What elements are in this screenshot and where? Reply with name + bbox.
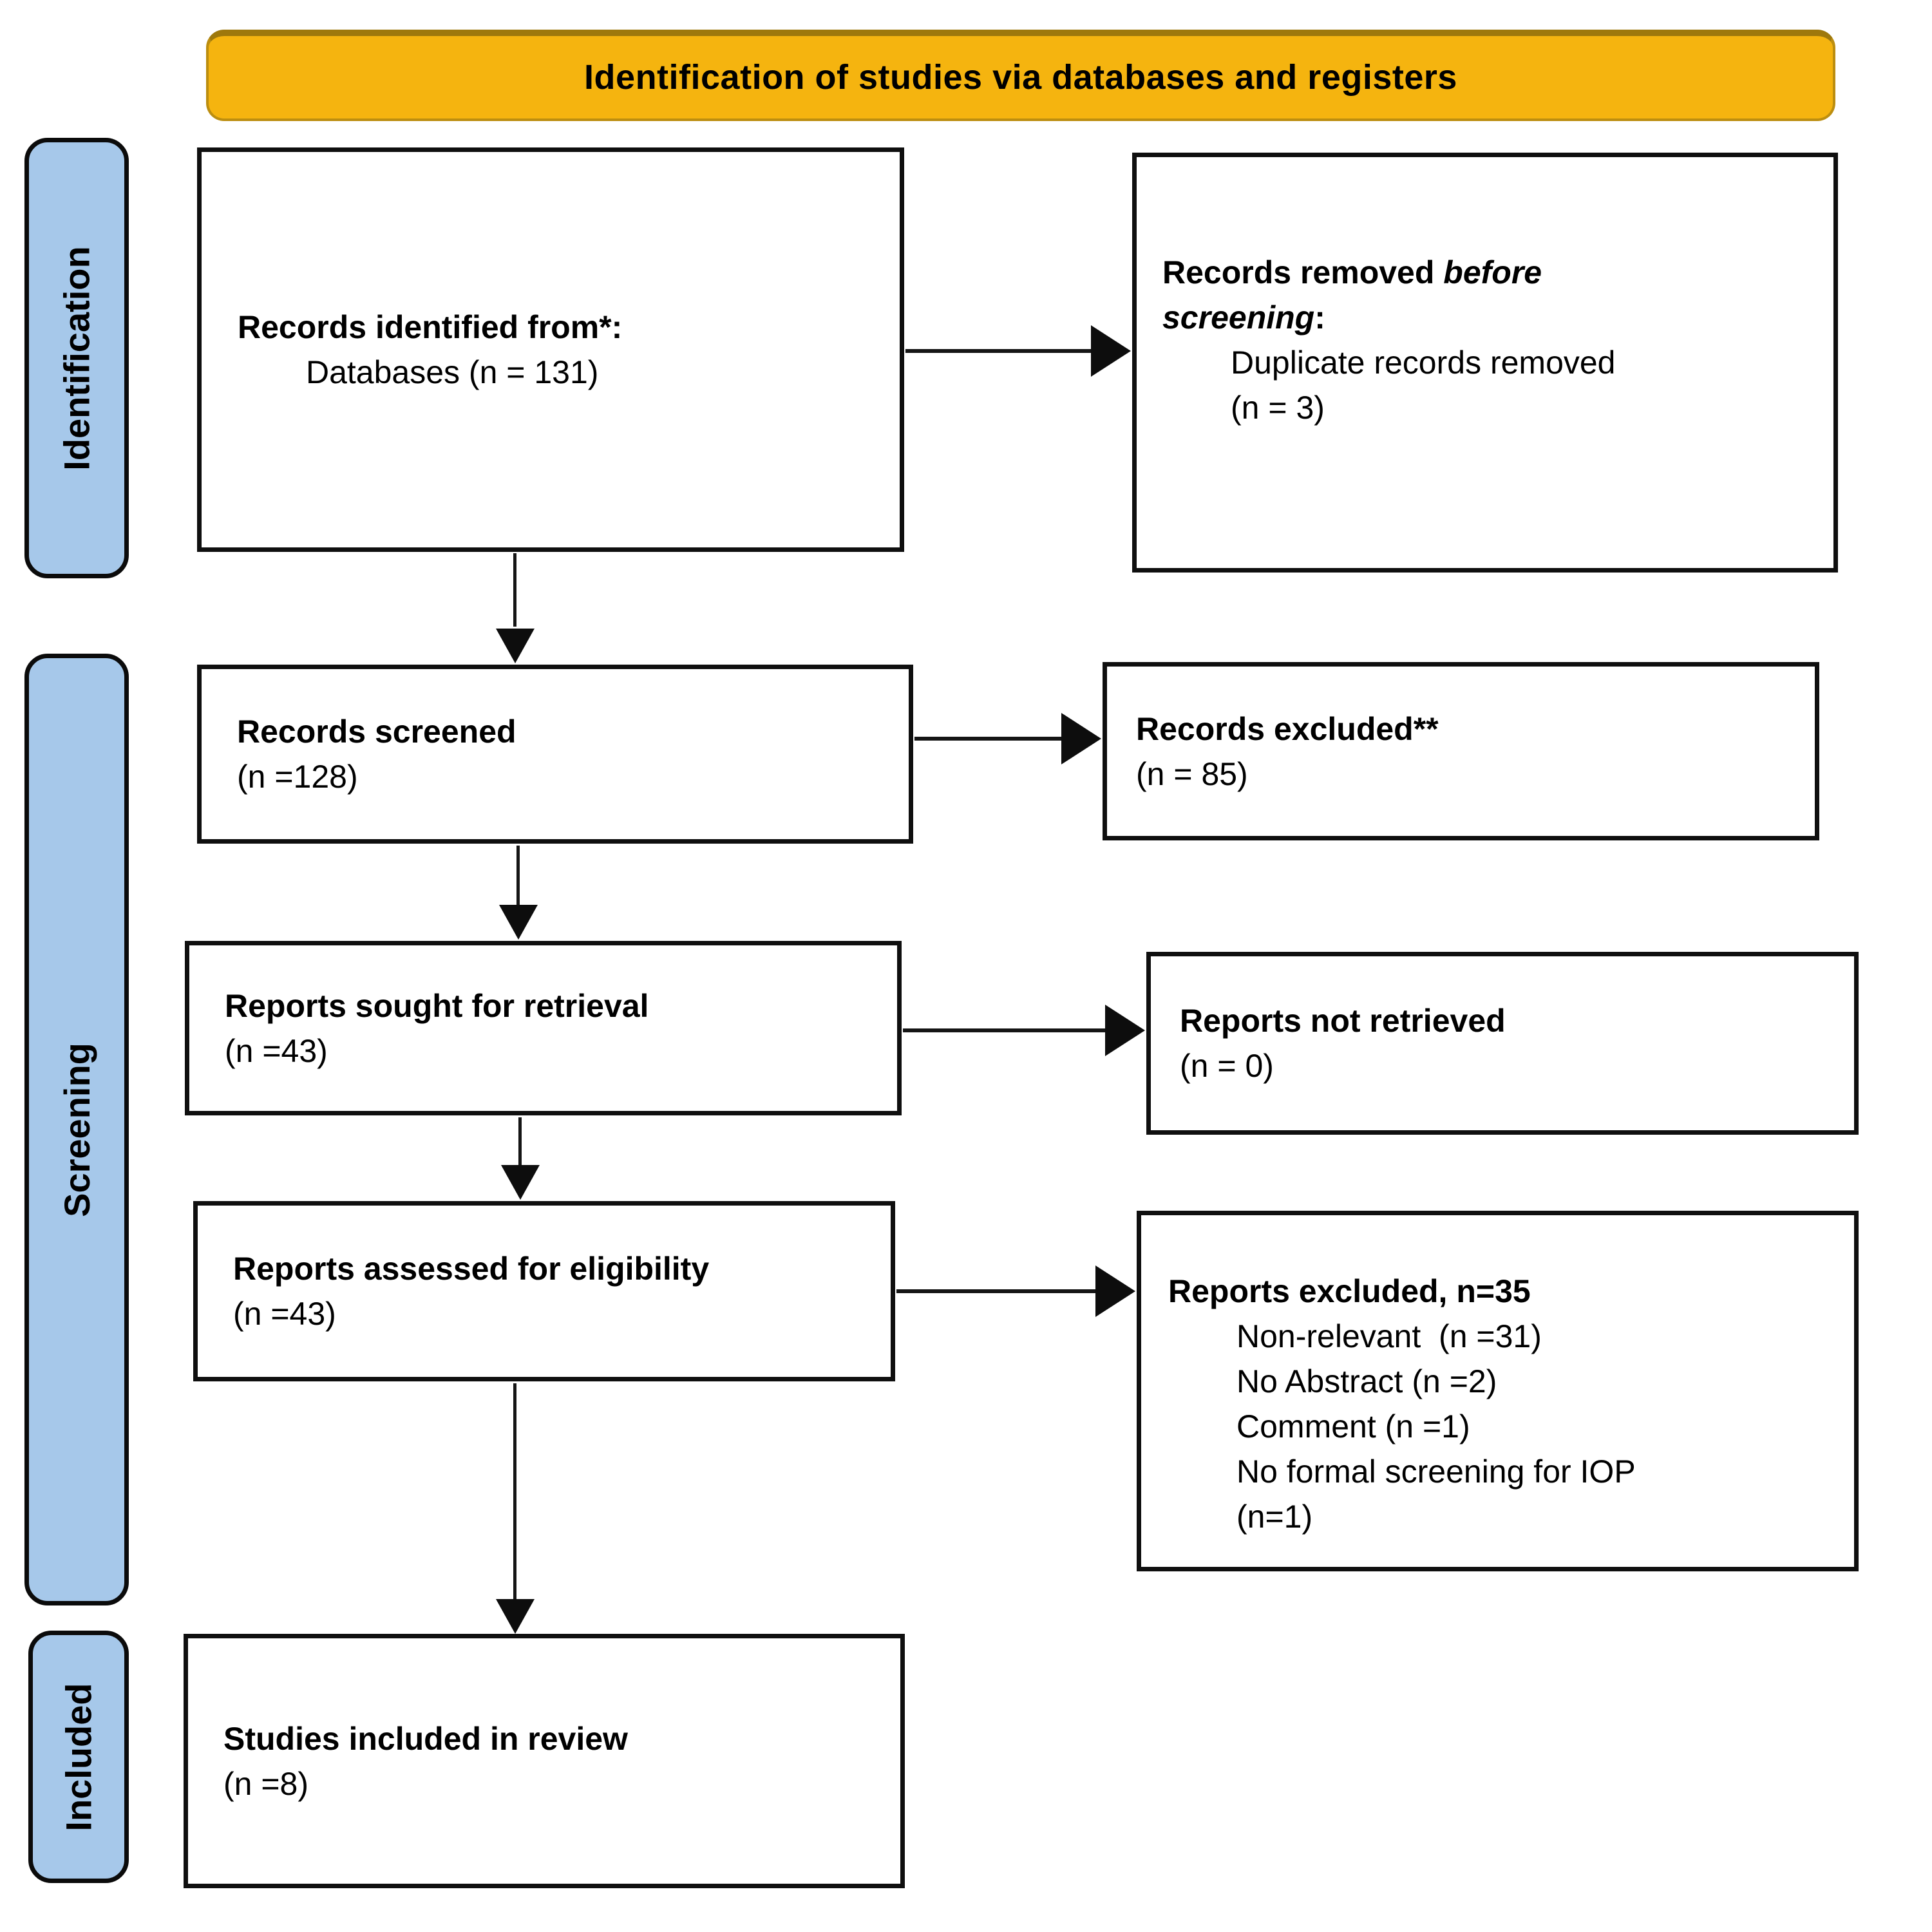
box-reports-excluded-reasons-heading: Reports excluded, n=35 (1168, 1273, 1531, 1309)
box-reports-excluded-reasons: Reports excluded, n=35 Non-relevant (n =… (1137, 1211, 1859, 1571)
box-studies-included: Studies included in review (n =8) (184, 1634, 905, 1888)
banner-identification-of-studies: Identification of studies via databases … (206, 30, 1835, 121)
box-records-screened: Records screened (n =128) (197, 665, 913, 844)
heading-colon: : (1314, 299, 1325, 336)
excluded-reason-comment: Comment (n =1) (1236, 1408, 1470, 1444)
arrowhead-assessed-to-reports-excluded (1095, 1265, 1135, 1317)
arrowhead-identified-to-removed (1091, 325, 1131, 377)
box-reports-assessed-detail: (n =43) (233, 1296, 336, 1332)
box-records-removed-detail1: Duplicate records removed (1231, 345, 1616, 381)
arrowhead-screened-to-sought (499, 905, 538, 940)
box-records-identified-detail: Databases (n = 131) (306, 354, 599, 390)
box-reports-sought-detail: (n =43) (225, 1032, 328, 1069)
box-records-removed-before-screening: Records removed before screening: Duplica… (1132, 153, 1838, 573)
stage-tab-screening: Screening (24, 654, 129, 1605)
box-reports-not-retrieved-heading: Reports not retrieved (1180, 1003, 1506, 1039)
stage-tab-identification: Identification (24, 138, 129, 578)
box-records-excluded-detail: (n = 85) (1136, 755, 1248, 792)
box-records-screened-heading: Records screened (237, 714, 516, 750)
excluded-reason-no-formal-screening: No formal screening for IOP (1236, 1454, 1636, 1490)
box-records-excluded: Records excluded** (n = 85) (1103, 662, 1819, 840)
arrow-line-assessed-to-reports-excluded (896, 1289, 1097, 1293)
box-records-removed-heading: Records removed before screening: (1162, 250, 1833, 340)
heading-before-italic: before (1443, 254, 1542, 290)
banner-title: Identification of studies via databases … (584, 58, 1457, 97)
arrow-line-sought-to-assessed (518, 1117, 522, 1165)
arrow-line-sought-to-not-retrieved (903, 1028, 1106, 1032)
heading-records-removed: Records removed (1162, 254, 1444, 290)
excluded-reason-non-relevant: Non-relevant (n =31) (1236, 1318, 1542, 1354)
excluded-reason-no-abstract: No Abstract (n =2) (1236, 1363, 1497, 1399)
arrow-line-screened-to-excluded (914, 737, 1063, 741)
heading-screening-italic: screening (1162, 299, 1315, 336)
arrowhead-sought-to-not-retrieved (1105, 1005, 1145, 1056)
box-records-removed-detail2: (n = 3) (1231, 390, 1325, 426)
box-reports-sought: Reports sought for retrieval (n =43) (185, 941, 902, 1115)
excluded-reason-no-formal-screening-count: (n=1) (1236, 1499, 1313, 1535)
box-records-excluded-heading: Records excluded** (1136, 710, 1439, 747)
stage-tab-screening-label: Screening (56, 1042, 97, 1217)
arrowhead-identified-to-screened (496, 629, 535, 663)
box-reports-not-retrieved: Reports not retrieved (n = 0) (1146, 952, 1859, 1135)
stage-tab-identification-label: Identification (56, 245, 97, 471)
box-records-screened-detail: (n =128) (237, 759, 358, 795)
box-reports-assessed: Reports assessed for eligibility (n =43) (193, 1201, 895, 1381)
arrow-line-identified-to-removed (905, 349, 1094, 353)
box-reports-sought-heading: Reports sought for retrieval (225, 987, 649, 1024)
box-reports-assessed-heading: Reports assessed for eligibility (233, 1251, 710, 1287)
box-records-identified-heading: Records identified from*: (238, 309, 623, 345)
box-studies-included-detail: (n =8) (223, 1765, 309, 1802)
arrowhead-sought-to-assessed (501, 1165, 540, 1200)
arrow-line-screened-to-sought (516, 846, 520, 905)
box-studies-included-heading: Studies included in review (223, 1720, 628, 1757)
arrow-line-identified-to-screened (513, 553, 516, 627)
box-reports-not-retrieved-detail: (n = 0) (1180, 1048, 1274, 1084)
arrowhead-screened-to-excluded (1061, 713, 1101, 764)
box-records-identified: Records identified from*: Databases (n =… (197, 147, 904, 552)
stage-tab-included-label: Included (58, 1682, 99, 1832)
stage-tab-included: Included (28, 1631, 129, 1883)
arrow-line-assessed-to-included (513, 1383, 516, 1600)
arrowhead-assessed-to-included (496, 1599, 535, 1634)
